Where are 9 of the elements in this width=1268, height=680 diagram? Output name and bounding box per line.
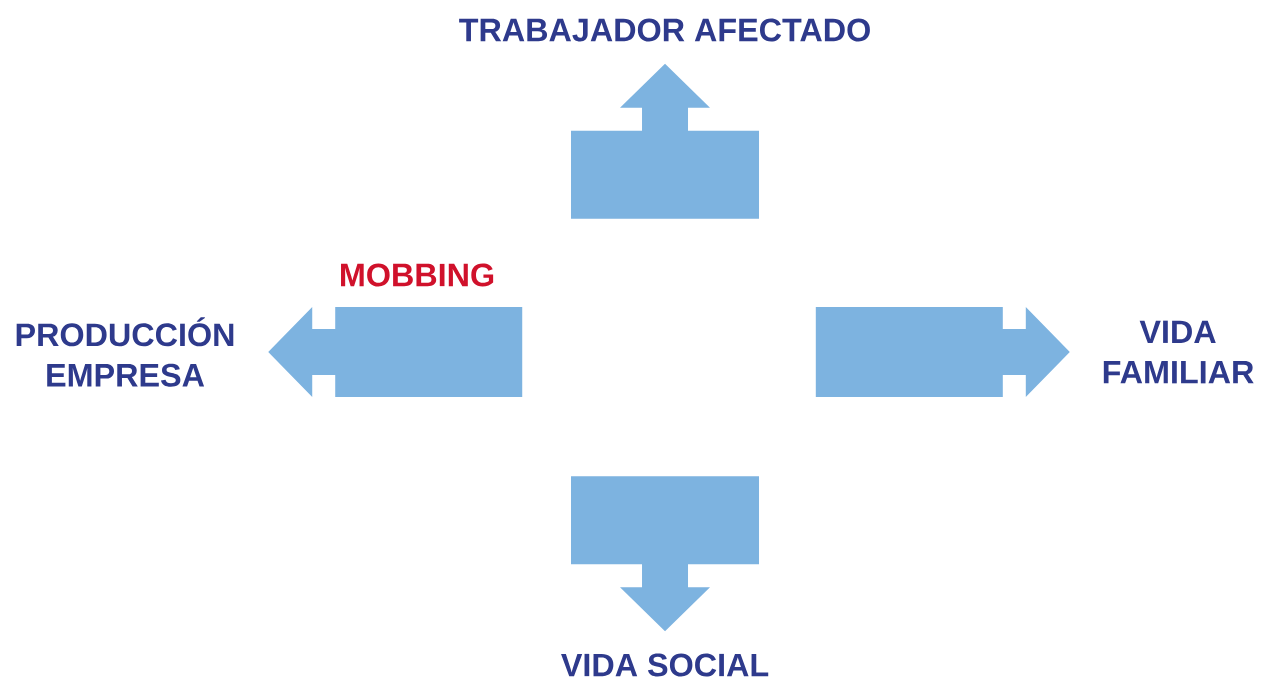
- node-label: TRABAJADOR AFECTADO: [459, 18, 870, 42]
- block-arrow: [571, 476, 759, 632]
- block-arrow: [268, 307, 523, 397]
- node-label: PRODUCCIÓN EMPRESA: [16, 317, 234, 387]
- node-label: VIDA SOCIAL: [561, 653, 769, 677]
- label-text: MOBBING: [341, 263, 494, 287]
- block-arrow: [815, 307, 1070, 397]
- node-label: VIDA FAMILIAR: [1103, 320, 1254, 384]
- block-arrow: [571, 63, 759, 219]
